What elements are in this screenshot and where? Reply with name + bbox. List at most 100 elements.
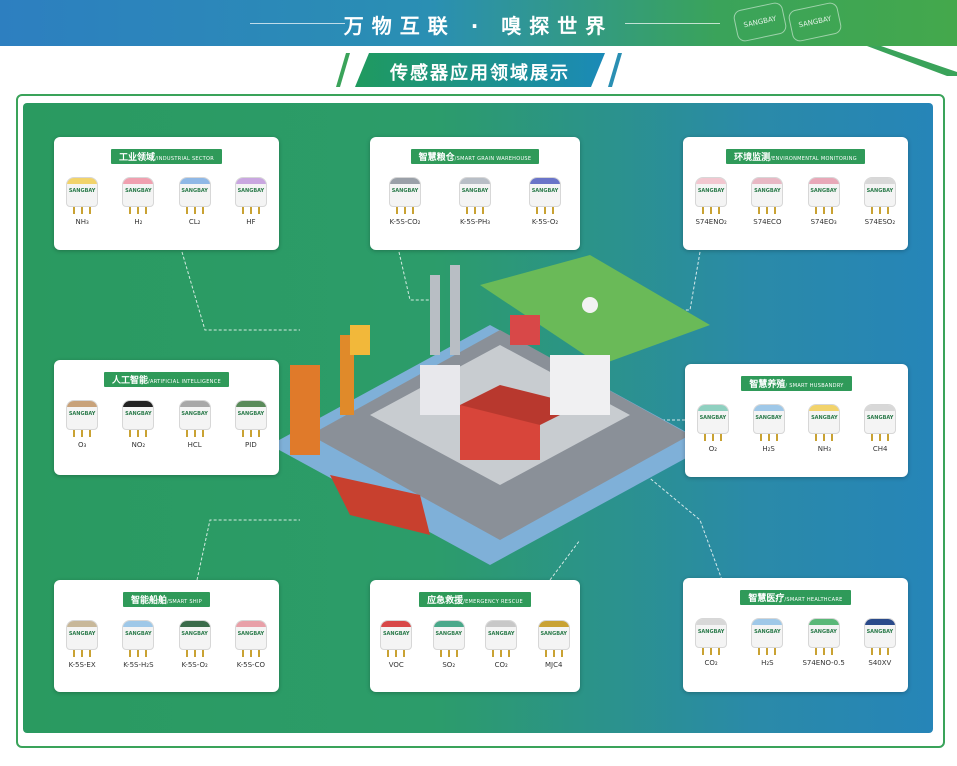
sensor-label: CO₂ [704, 659, 718, 667]
gas-sensor-image: SANGBAY [807, 618, 840, 648]
sensor-brand-text: SANGBAY [699, 415, 727, 421]
sensor-brand-text: SANGBAY [461, 188, 489, 194]
gas-sensor-item: SANGBAY O₃ [59, 400, 105, 449]
sensor-label: K-5S-CO [236, 661, 265, 669]
sensor-label: K-5S-CO₂ [389, 218, 421, 226]
card-tag: 工业领域/INDUSTRIAL SECTOR [110, 149, 223, 164]
card-tag: 智慧医疗/SMART HEALTHCARE [740, 590, 851, 605]
sensor-pins [758, 648, 777, 655]
sensor-label: H₂ [134, 218, 143, 226]
sensor-label: K-5S-O₂ [181, 661, 208, 669]
sensor-pins [129, 430, 148, 437]
sensor-pins [871, 434, 890, 441]
gas-sensor-image: SANGBAY [122, 177, 155, 207]
gas-sensor-item: SANGBAY CO₂ [478, 620, 524, 669]
sensor-label: CO₂ [494, 661, 508, 669]
sensor-label: NH₃ [817, 445, 832, 453]
gas-sensor-item: SANGBAY CO₂ [688, 618, 734, 667]
banner-slogan: 万物互联 · 嗅探世界 [343, 14, 614, 38]
sensor-brand-text: SANGBAY [181, 631, 208, 637]
gas-sensor-item: SANGBAY NO₂ [115, 400, 161, 449]
gas-sensor-image: SANGBAY [807, 177, 840, 207]
card-tag: 人工智能/ARTIFICIAL INTELLIGENCE [104, 372, 229, 387]
gas-sensor-image: SANGBAY [66, 400, 99, 430]
sensor-brand-text: SANGBAY [531, 188, 559, 194]
sensor-pins [492, 650, 511, 657]
sensor-brand-text: SANGBAY [435, 631, 463, 637]
sensor-label: NH₃ [75, 218, 89, 226]
gas-sensor-image: SANGBAY [529, 177, 561, 207]
sensor-brand-text: SANGBAY [866, 415, 894, 421]
sensor-label: O₃ [77, 441, 87, 449]
sensor-label: VOC [388, 661, 404, 669]
gas-sensor-image: SANGBAY [863, 177, 896, 207]
gas-sensor-item: SANGBAY O₂ [690, 404, 736, 453]
gas-sensor-image: SANGBAY [122, 400, 155, 430]
gas-sensor-image: SANGBAY [751, 177, 784, 207]
sensor-pins [870, 207, 889, 214]
sensor-pins [185, 650, 204, 657]
sensor-brand-text: SANGBAY [866, 629, 894, 635]
sensor-label: K-5S-EX [68, 661, 96, 669]
sensor-label: S74ENO-0.5 [802, 659, 845, 667]
gas-sensor-image: SANGBAY [66, 620, 99, 650]
sensor-label: S74EO₃ [810, 218, 837, 226]
card-tag: 环境监测/ENVIRONMENTAL MONITORING [726, 149, 865, 164]
gas-sensor-image: SANGBAY [752, 404, 785, 434]
sensor-pins [129, 650, 148, 657]
sensor-pins [815, 434, 834, 441]
gas-sensor-image: SANGBAY [178, 177, 211, 207]
sensor-brand-text: SANGBAY [487, 631, 515, 637]
sensor-brand-text: SANGBAY [811, 415, 838, 421]
gas-sensor-image: SANGBAY [432, 620, 465, 650]
section-title: 传感器应用领域展示 [390, 63, 570, 84]
title-accent-left [336, 53, 350, 87]
gas-sensor-image: SANGBAY [537, 620, 570, 650]
gas-sensor-image: SANGBAY [178, 620, 211, 650]
sensor-pins [758, 207, 777, 214]
smart-city-illustration [270, 255, 710, 565]
gas-sensor-image: SANGBAY [695, 618, 728, 648]
gas-sensor-image: SANGBAY [234, 177, 267, 207]
sensor-brand-text: SANGBAY [866, 188, 894, 194]
sensor-label: K-5S-PH₃ [459, 218, 491, 226]
gas-sensor-image: SANGBAY [696, 404, 729, 434]
sensor-pins [536, 207, 554, 214]
gas-sensor-item: SANGBAY S74ENO-0.5 [801, 618, 847, 667]
sensor-pins [185, 430, 204, 437]
sensor-label: O₂ [708, 445, 718, 453]
gas-sensor-item: SANGBAY H₂ [115, 177, 161, 226]
sensor-label: NO₂ [131, 441, 146, 449]
gas-sensor-item: SANGBAY K-5S-PH₃ [452, 177, 498, 226]
section-title-plate: 传感器应用领域展示 [355, 53, 605, 87]
sensor-label: H₂S [761, 659, 774, 667]
sensor-pins [241, 207, 260, 214]
gas-sensor-item: SANGBAY K-5S-O₂ [172, 620, 218, 669]
sensor-pins [759, 434, 778, 441]
sensor-brand-text: SANGBAY [68, 631, 96, 637]
